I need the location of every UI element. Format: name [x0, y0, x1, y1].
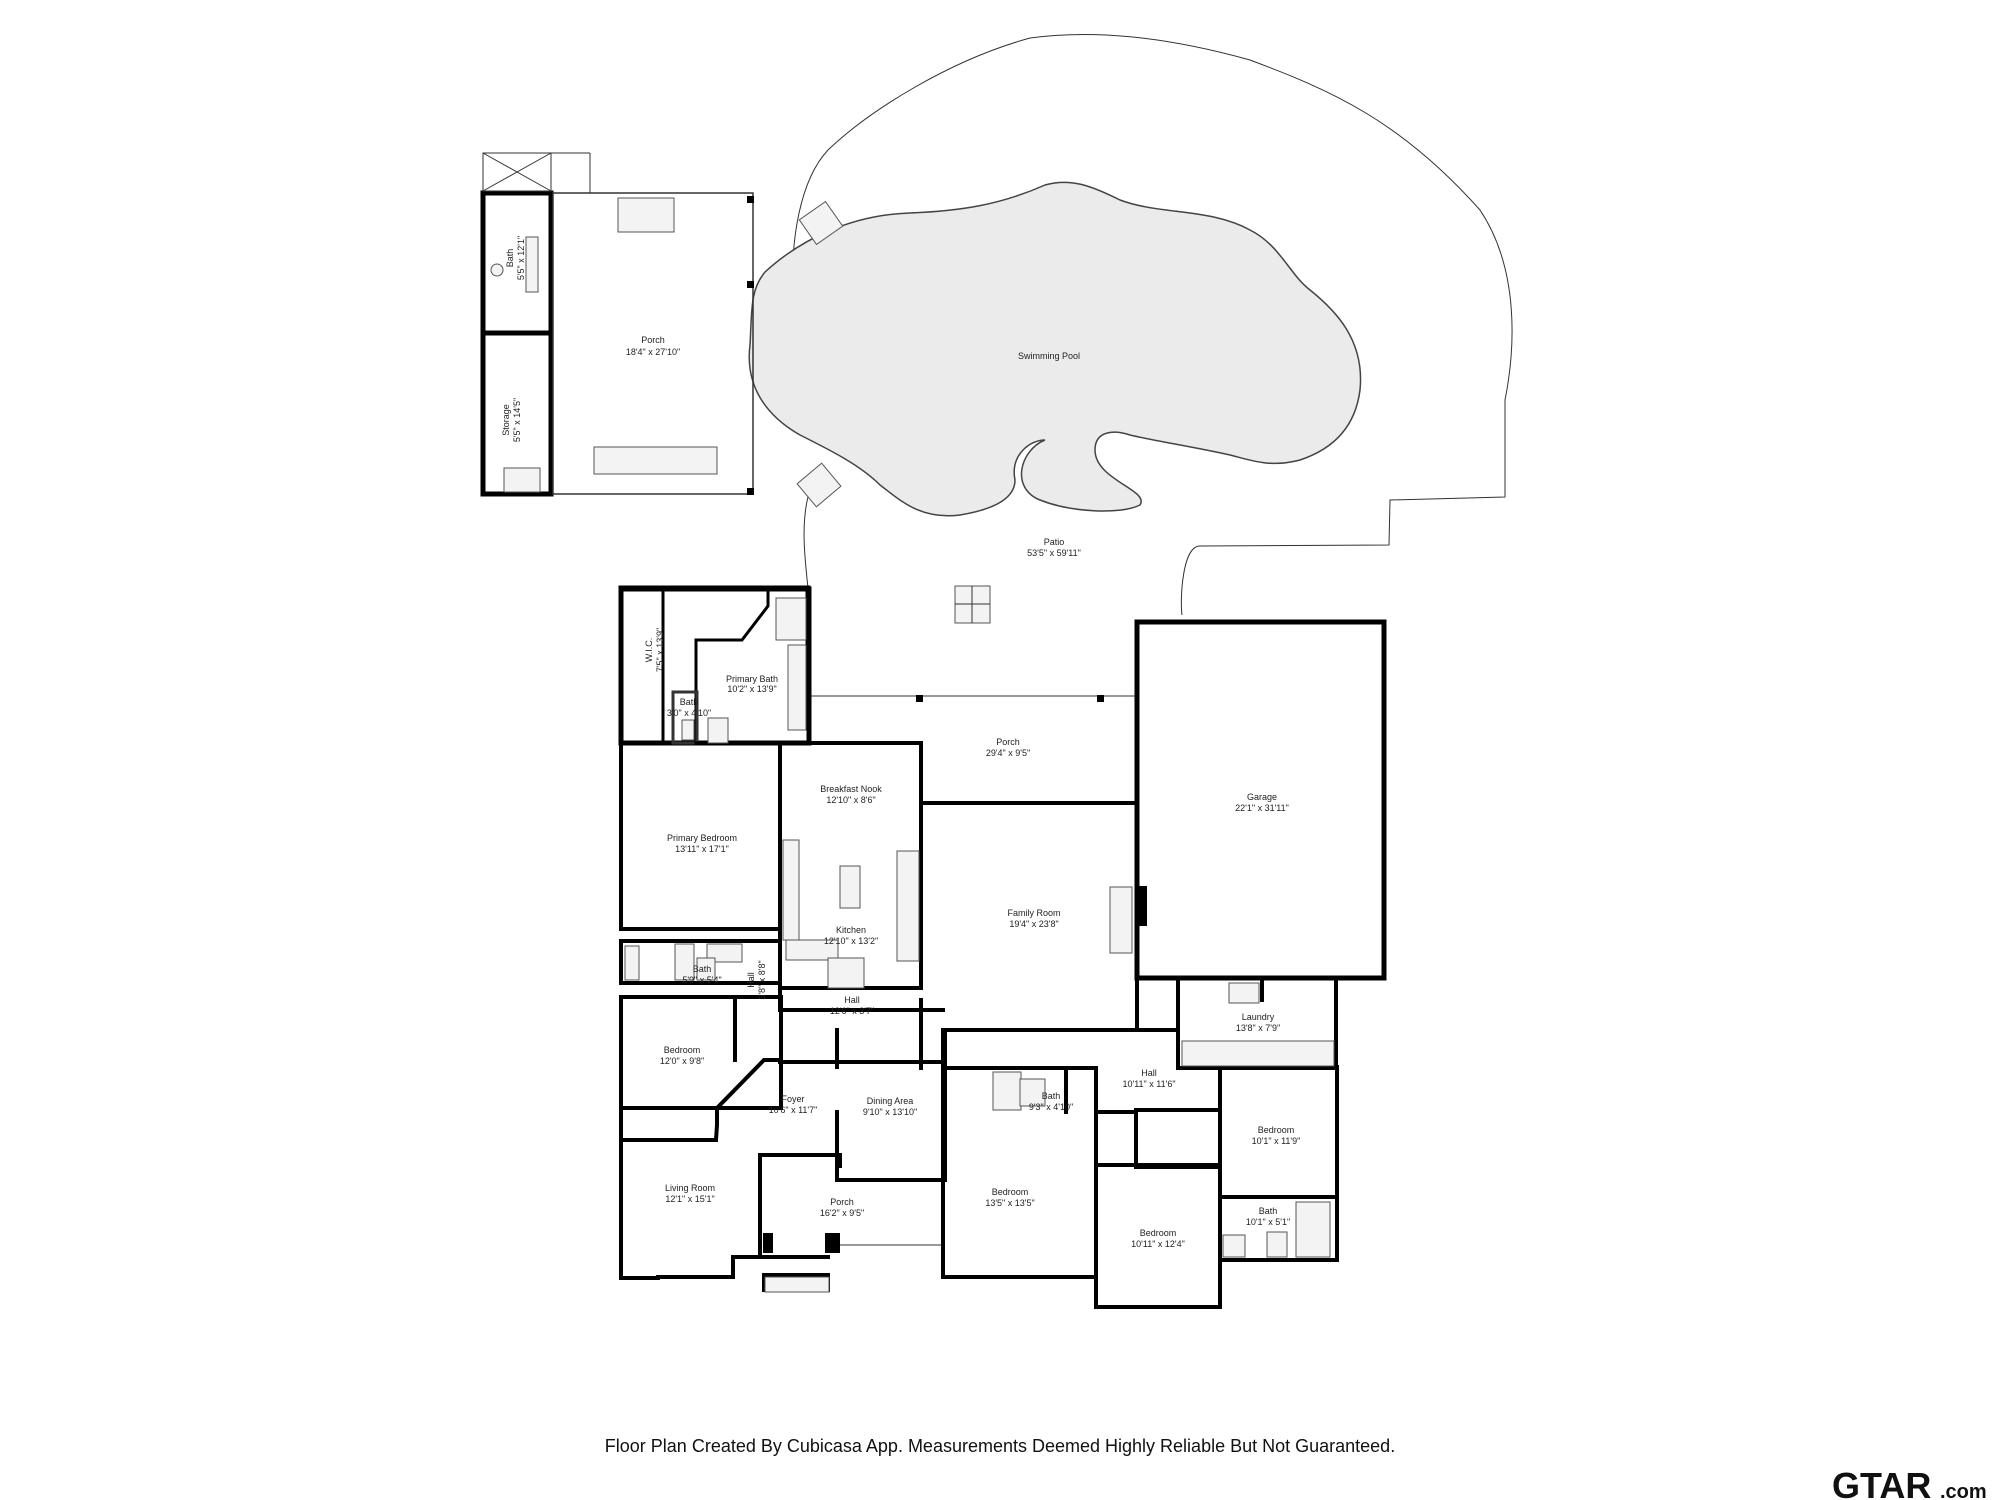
room-bedroom-4-label: Bedroom 10'11" x 12'4"	[1131, 1228, 1185, 1249]
room-hall-1-label: Hall 12'6" x 3'7"	[830, 995, 874, 1016]
svg-text:Foyer: Foyer	[781, 1094, 804, 1104]
room-primary-bath-label: Primary Bath 10'2" x 13'9"	[726, 674, 778, 694]
room-patio-label: Patio 53'5" x 59'11"	[1027, 537, 1081, 558]
svg-text:Bedroom: Bedroom	[1140, 1228, 1177, 1238]
svg-text:9'3" x 4'10": 9'3" x 4'10"	[1029, 1102, 1073, 1112]
room-porch-rear-label: Porch 29'4" x 9'5"	[986, 737, 1030, 758]
room-bath-2-label: Bath 5'9" x 5'4"	[682, 964, 721, 985]
room-bedroom-2-label: Bedroom 10'1" x 11'9"	[1252, 1125, 1301, 1146]
svg-text:22'1" x 31'11": 22'1" x 31'11"	[1235, 803, 1289, 813]
svg-text:Kitchen: Kitchen	[836, 925, 866, 935]
room-dining-label: Dining Area 9'10" x 13'10"	[863, 1096, 917, 1117]
pool-shape	[748, 181, 1362, 517]
svg-text:Living Room: Living Room	[665, 1183, 715, 1193]
fixtures	[624, 597, 1335, 1293]
svg-text:Bedroom: Bedroom	[1258, 1125, 1295, 1135]
svg-text:3'8" x 8'8": 3'8" x 8'8"	[757, 960, 767, 999]
room-living-label: Living Room 12'1" x 15'1"	[665, 1183, 715, 1204]
svg-text:Bath: Bath	[693, 964, 712, 974]
svg-text:Breakfast Nook: Breakfast Nook	[820, 784, 882, 794]
svg-text:Storage: Storage	[501, 404, 511, 436]
svg-text:10'11" x 11'6": 10'11" x 11'6"	[1122, 1079, 1175, 1089]
outdoor-porch-outline	[552, 192, 754, 495]
svg-text:29'4" x 9'5": 29'4" x 9'5"	[986, 748, 1030, 758]
room-hall-2-label: Hall 10'11" x 11'6"	[1122, 1068, 1175, 1089]
svg-text:Hall: Hall	[844, 995, 860, 1005]
room-porch-front-label: Porch 16'2" x 9'5"	[820, 1197, 864, 1218]
room-garage-label: Garage 22'1" x 31'11"	[1235, 792, 1289, 813]
room-primary-bedroom-label: Primary Bedroom 13'11" x 17'1"	[667, 833, 737, 854]
svg-text:Family Room: Family Room	[1007, 908, 1060, 918]
room-hall-v-label: Hall 3'8" x 8'8"	[746, 960, 767, 999]
svg-text:Dining Area: Dining Area	[867, 1096, 914, 1106]
svg-text:5'9" x 5'4": 5'9" x 5'4"	[682, 975, 721, 985]
svg-text:Primary Bath: Primary Bath	[726, 674, 778, 684]
svg-text:12'10" x 8'6": 12'10" x 8'6"	[826, 795, 875, 805]
room-bath-3-label: Bath 9'3" x 4'10"	[1029, 1091, 1073, 1112]
room-kitchen-label: Kitchen 12'10" x 13'2"	[824, 925, 878, 946]
svg-text:.com: .com	[1940, 1481, 1987, 1500]
svg-text:Bedroom: Bedroom	[664, 1045, 701, 1055]
svg-text:13'11" x 17'1": 13'11" x 17'1"	[675, 844, 729, 854]
svg-text:GTAR: GTAR	[1832, 1466, 1931, 1500]
svg-text:Laundry: Laundry	[1242, 1012, 1275, 1022]
svg-text:Bedroom: Bedroom	[992, 1187, 1029, 1197]
svg-text:19'4" x 23'8": 19'4" x 23'8"	[1009, 919, 1058, 929]
pool-house-wall	[480, 190, 554, 497]
room-bath-small-label: Bath 3'0" x 4'10"	[667, 697, 711, 718]
svg-text:10'1" x 5'1": 10'1" x 5'1"	[1246, 1217, 1290, 1227]
room-storage-label: Storage 5'5" x 14'5"	[501, 398, 522, 442]
svg-text:12'0" x 9'8": 12'0" x 9'8"	[660, 1056, 704, 1066]
gtar-logo: GTAR .com	[1832, 1466, 1987, 1500]
svg-text:Hall: Hall	[746, 972, 756, 988]
svg-text:12'10" x 13'2": 12'10" x 13'2"	[824, 936, 878, 946]
svg-text:12'1" x 15'1": 12'1" x 15'1"	[665, 1194, 714, 1204]
svg-text:12'6" x 3'7": 12'6" x 3'7"	[830, 1006, 874, 1016]
room-bedroom-1-label: Bedroom 12'0" x 9'8"	[660, 1045, 704, 1066]
svg-text:Primary Bedroom: Primary Bedroom	[667, 833, 737, 843]
room-family-label: Family Room 19'4" x 23'8"	[1007, 908, 1060, 929]
svg-text:7'5" x 13'9": 7'5" x 13'9"	[655, 628, 665, 672]
svg-text:3'0" x 4'10": 3'0" x 4'10"	[667, 708, 711, 718]
room-bath-pool-label: Bath 5'5" x 12'1"	[505, 236, 526, 280]
svg-text:Bath: Bath	[505, 249, 515, 268]
room-wic-label: W.I.C. 7'5" x 13'9"	[644, 628, 665, 672]
svg-text:W.I.C.: W.I.C.	[644, 638, 654, 663]
svg-text:Bath: Bath	[680, 697, 699, 707]
svg-text:10'1" x 11'9": 10'1" x 11'9"	[1252, 1136, 1301, 1146]
svg-text:53'5" x 59'11": 53'5" x 59'11"	[1027, 548, 1081, 558]
room-pool-label: Swimming Pool	[1018, 351, 1080, 361]
svg-text:5'5" x 12'1": 5'5" x 12'1"	[516, 236, 526, 280]
svg-text:13'5" x 13'5": 13'5" x 13'5"	[985, 1198, 1034, 1208]
svg-text:10'11" x 12'4": 10'11" x 12'4"	[1131, 1239, 1185, 1249]
svg-text:Garage: Garage	[1247, 792, 1277, 802]
room-porch-pool-label: Porch 18'4" x 27'10"	[626, 335, 680, 357]
room-bath-4-label: Bath 10'1" x 5'1"	[1246, 1206, 1290, 1227]
svg-text:Porch: Porch	[996, 737, 1020, 747]
svg-text:10'6" x 11'7": 10'6" x 11'7"	[769, 1105, 818, 1115]
room-foyer-label: Foyer 10'6" x 11'7"	[769, 1094, 818, 1115]
room-breakfast-label: Breakfast Nook 12'10" x 8'6"	[820, 784, 882, 805]
room-laundry-label: Laundry 13'8" x 7'9"	[1236, 1012, 1280, 1033]
svg-text:Porch: Porch	[641, 335, 665, 345]
pool-house-roof-box	[482, 152, 552, 192]
room-bedroom-3-label: Bedroom 13'5" x 13'5"	[985, 1187, 1034, 1208]
disclaimer-note: Floor Plan Created By Cubicasa App. Meas…	[604, 1436, 1396, 1456]
svg-text:16'2" x 9'5": 16'2" x 9'5"	[820, 1208, 864, 1218]
svg-text:Patio: Patio	[1044, 537, 1065, 547]
svg-text:Swimming Pool: Swimming Pool	[1018, 351, 1080, 361]
svg-text:Hall: Hall	[1141, 1068, 1157, 1078]
svg-text:9'10" x 13'10": 9'10" x 13'10"	[863, 1107, 917, 1117]
svg-text:Bath: Bath	[1259, 1206, 1278, 1216]
svg-text:13'8" x 7'9": 13'8" x 7'9"	[1236, 1023, 1280, 1033]
svg-text:Porch: Porch	[830, 1197, 854, 1207]
svg-text:5'5" x 14'5": 5'5" x 14'5"	[512, 398, 522, 442]
svg-text:Bath: Bath	[1042, 1091, 1061, 1101]
svg-text:18'4" x 27'10": 18'4" x 27'10"	[626, 347, 680, 357]
svg-text:10'2" x 13'9": 10'2" x 13'9"	[727, 684, 776, 694]
